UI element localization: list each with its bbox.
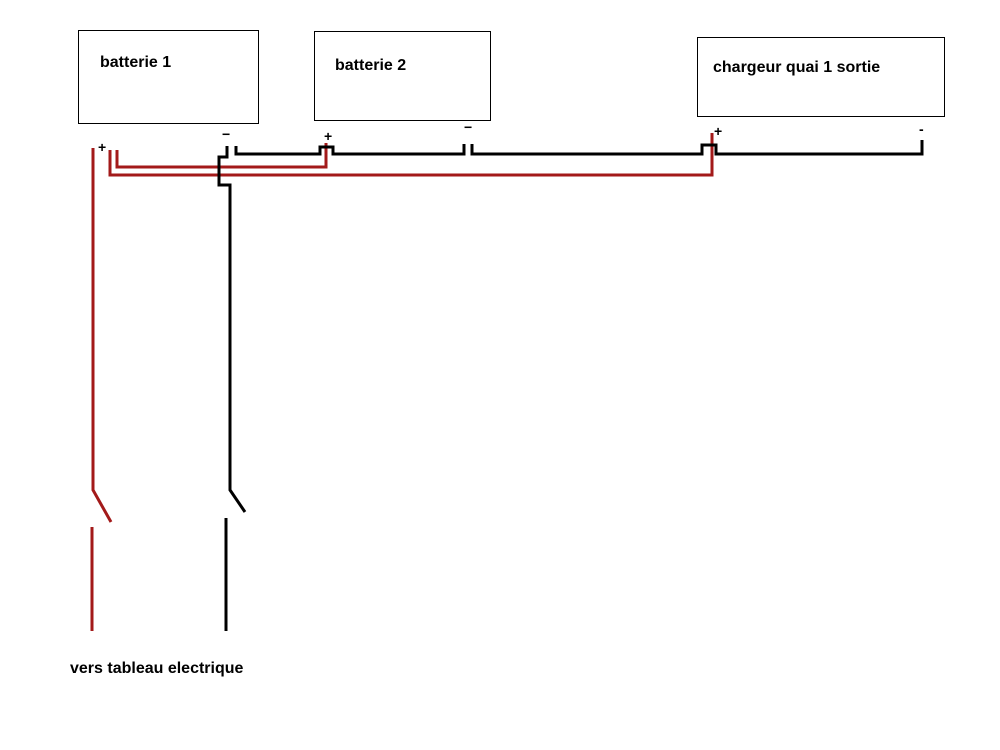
battery-2-minus-terminal: −: [464, 119, 473, 135]
battery-1-box: [78, 30, 259, 124]
positive-output-wire-upper: [91, 148, 113, 523]
negative-output-wire-upper: [217, 146, 247, 513]
positive-wire-to-charger: [108, 133, 714, 177]
battery-2-label: batterie 2: [335, 57, 407, 74]
battery-1-minus-terminal: −: [222, 126, 231, 142]
charger-label: chargeur quai 1 sortie: [713, 59, 881, 76]
battery-2-box: [314, 31, 491, 121]
battery-1-plus-terminal: +: [98, 139, 107, 155]
charger-box: [697, 37, 945, 117]
positive-wire-to-battery-2: [115, 143, 328, 169]
output-label: vers tableau electrique: [70, 660, 244, 677]
wire-battery-2-minus-to-charger: [470, 140, 924, 156]
charger-plus-terminal: +: [714, 123, 723, 139]
charger-minus-terminal: -: [919, 121, 924, 137]
wire-battery-1-minus-to-battery-2-plus: [234, 144, 466, 156]
battery-1-label: batterie 1: [100, 54, 172, 71]
battery-2-plus-terminal: +: [324, 128, 333, 144]
